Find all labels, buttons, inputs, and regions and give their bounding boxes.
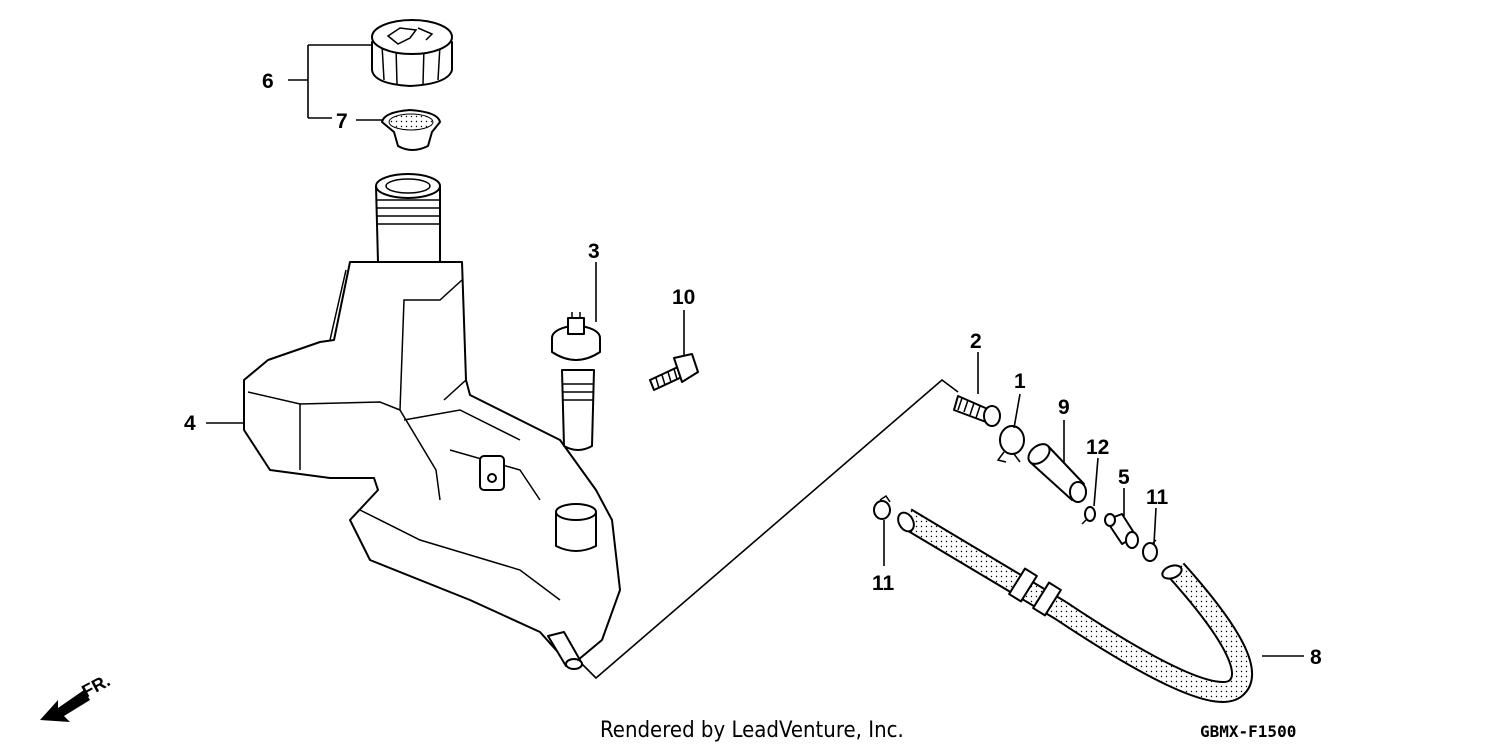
callout-3: 3 bbox=[588, 240, 600, 263]
callout-8: 8 bbox=[1310, 646, 1322, 669]
front-direction-indicator: FR. bbox=[40, 670, 113, 722]
part-7-cap-gasket[interactable] bbox=[381, 109, 441, 151]
part-6-fuel-cap[interactable] bbox=[371, 19, 453, 87]
part-9-filter[interactable] bbox=[1025, 440, 1087, 503]
part-11-clamp-right[interactable] bbox=[1142, 539, 1158, 562]
part-11-clamp-left[interactable] bbox=[873, 494, 891, 520]
part-3-fuel-gauge[interactable] bbox=[551, 312, 601, 451]
callout-11-left: 11 bbox=[872, 572, 895, 595]
callout-4: 4 bbox=[184, 412, 196, 435]
front-arrow-icon bbox=[40, 690, 90, 722]
leader-lines bbox=[206, 44, 1304, 680]
part-1-clip[interactable] bbox=[996, 425, 1025, 463]
callout-5: 5 bbox=[1118, 466, 1130, 489]
callout-1: 1 bbox=[1014, 370, 1026, 393]
callout-11-right: 11 bbox=[1146, 486, 1169, 509]
callouts: 1 2 3 4 5 6 7 8 9 10 11 11 12 bbox=[184, 70, 1322, 669]
callout-9: 9 bbox=[1058, 396, 1070, 419]
callout-12: 12 bbox=[1086, 436, 1109, 459]
drawing-code: GBMX-F1500 bbox=[1200, 722, 1297, 741]
part-2-fitting[interactable] bbox=[953, 395, 1001, 427]
callout-6: 6 bbox=[262, 70, 274, 93]
part-5-joint[interactable] bbox=[1104, 513, 1139, 549]
credit-text: Rendered by LeadVenture, Inc. bbox=[600, 718, 904, 743]
callout-7: 7 bbox=[336, 110, 348, 133]
callout-2: 2 bbox=[970, 330, 982, 353]
part-8-fuel-hose[interactable] bbox=[895, 508, 1253, 703]
part-12-small-clip[interactable] bbox=[1081, 506, 1096, 525]
part-4-fuel-tank[interactable] bbox=[243, 173, 621, 670]
callout-10: 10 bbox=[672, 286, 695, 309]
part-10-bolt[interactable] bbox=[649, 353, 699, 391]
